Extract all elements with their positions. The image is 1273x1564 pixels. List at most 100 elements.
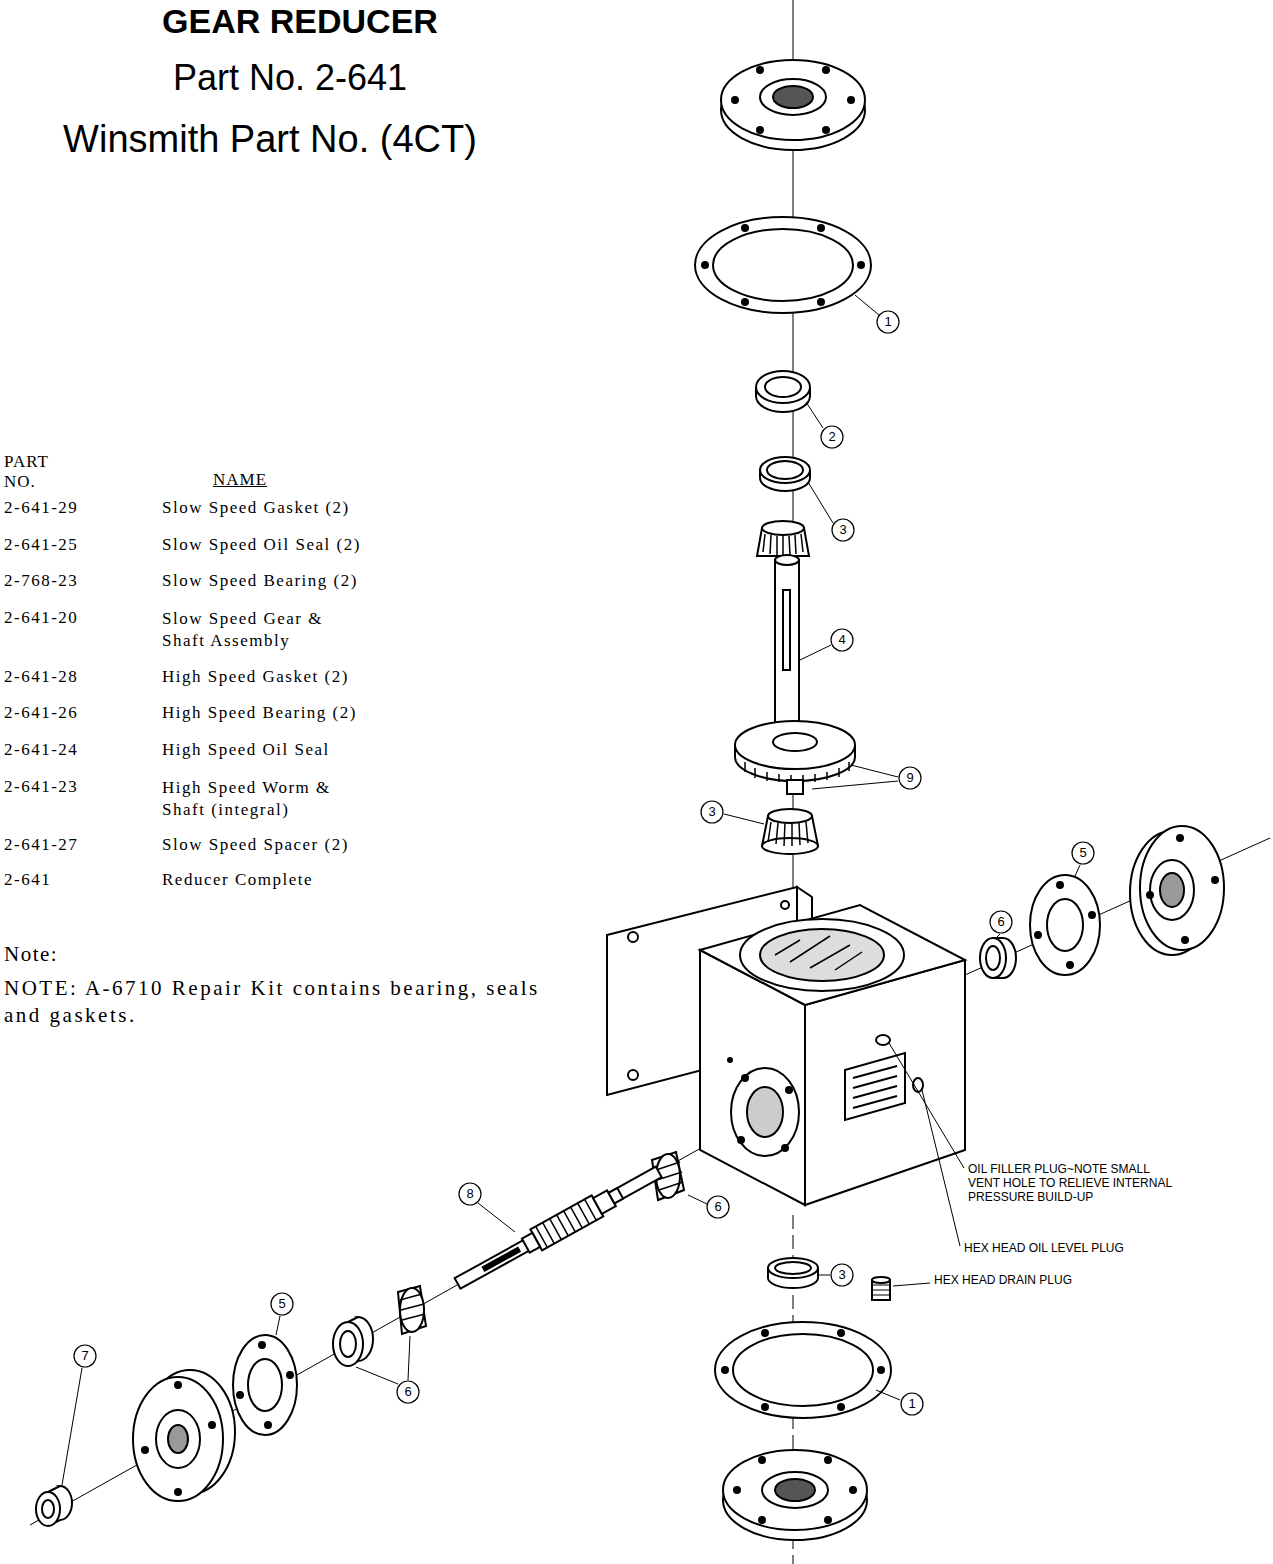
housing [775,936,862,970]
left-gasket [248,1359,282,1411]
housing [876,1035,890,1045]
table-cell: 2-641-27 [4,835,78,855]
right-bearing-cup [980,938,1006,978]
right-flange [1130,826,1224,955]
plug-leader-lines [889,1043,964,1286]
table-header: PART NO. [4,452,49,491]
table-cell: 2-641-29 [4,498,78,518]
bottom-flange [775,1479,815,1501]
top-flange [757,67,763,73]
housing [728,1058,732,1062]
lower-cone [768,809,812,823]
bottom-flange [762,1472,828,1508]
callout-circles [459,1183,481,1205]
bottom-gasket [762,1404,768,1410]
top-flange [760,79,826,115]
table-cell: 2-768-23 [4,571,78,591]
right-gasket [1030,875,1100,975]
left-flange [133,1370,235,1501]
table-cell: Slow Speed Gear & Shaft Assembly [162,608,362,652]
right-gasket [1067,962,1073,968]
left-gasket [287,1372,293,1378]
bottom-bearing-cup [775,1262,811,1274]
table-cell: 2-641-20 [4,608,78,628]
center-axis [30,0,1270,1564]
housing [700,905,965,1005]
bottom-gasket [733,1334,873,1406]
top-flange [721,60,865,150]
left-seal [42,1500,54,1518]
slow-speed-gear [812,781,898,789]
table-cell: Slow Speed Bearing (2) [162,571,358,591]
callout-circles [901,1393,923,1415]
left-flange [209,1422,215,1428]
top-gasket [858,262,864,268]
table-cell: 2-641-23 [4,777,78,797]
part-number-heading: Winsmith Part No. (4CT) [63,118,477,162]
drain-plug [872,1277,890,1283]
bottom-gasket [878,1367,884,1373]
table-cell: Slow Speed Gasket (2) [162,498,350,518]
left-gasket [265,1422,271,1428]
callout-circles [831,1264,853,1286]
housing [700,905,965,1205]
callout-number: 6 [404,1385,411,1400]
bottom-bearing-cup [768,1258,818,1278]
table-cell: High Speed Oil Seal [162,740,330,760]
note-text: Note: [4,942,58,966]
right-flange [1212,877,1218,883]
bottom-gasket [715,1322,891,1418]
plug-leader-lines [893,1283,930,1286]
callout-circles [877,311,899,333]
top-gasket [695,217,879,315]
callout-circles [990,911,1012,933]
left-bearing [340,1331,356,1357]
callout-number: 3 [708,805,715,820]
mounting-plate [781,901,789,909]
table-cell: 2-641-25 [4,535,78,555]
left-flange [168,1425,188,1453]
left-bearing [398,1286,426,1334]
bottom-flange [723,1450,867,1540]
plug-leader-lines [889,1043,964,1168]
table-header: NAME [213,470,267,490]
bottom-flange [734,1487,740,1493]
bottom-flange [850,1487,856,1493]
drain-plug [872,1277,890,1300]
slow-speed-shaft [775,555,799,565]
top-flange [773,86,813,108]
slow-speed-shaft [800,645,831,660]
bottom-flange [759,1457,765,1463]
right-flange [1140,826,1224,950]
worm-shaft [455,1167,662,1289]
bottom-gasket [838,1330,844,1336]
bottom-flange [825,1517,831,1523]
left-bearing [333,1322,363,1366]
drain-plug [872,1285,890,1295]
callout-number: 1 [884,315,891,330]
left-gasket [237,1392,243,1398]
note-text: NOTE: A-6710 Repair Kit contains bearing… [4,975,544,1030]
top-gasket [742,225,748,231]
bottom-gasket [876,1390,900,1400]
callout-number: 4 [838,633,845,648]
upper-bearing [757,457,833,556]
upper-bearing [808,482,833,523]
slow-speed-shaft [775,555,831,725]
left-cone [688,1195,707,1204]
housing [786,1087,792,1093]
upper-bearing [762,521,804,535]
top-gasket [855,295,879,315]
left-gasket [233,1316,297,1435]
callout-circles [74,311,1094,1415]
worm-shaft [522,1233,540,1253]
left-flange [142,1447,148,1453]
table-cell: High Speed Worm & Shaft (integral) [162,777,362,821]
callout-circles [707,1196,729,1218]
table-cell: 2-641 [4,870,51,890]
slow-speed-gear [851,765,898,777]
callout-number: 7 [81,1349,88,1364]
table-cell: Slow Speed Oil Seal (2) [162,535,361,555]
callout-circles [821,426,843,448]
